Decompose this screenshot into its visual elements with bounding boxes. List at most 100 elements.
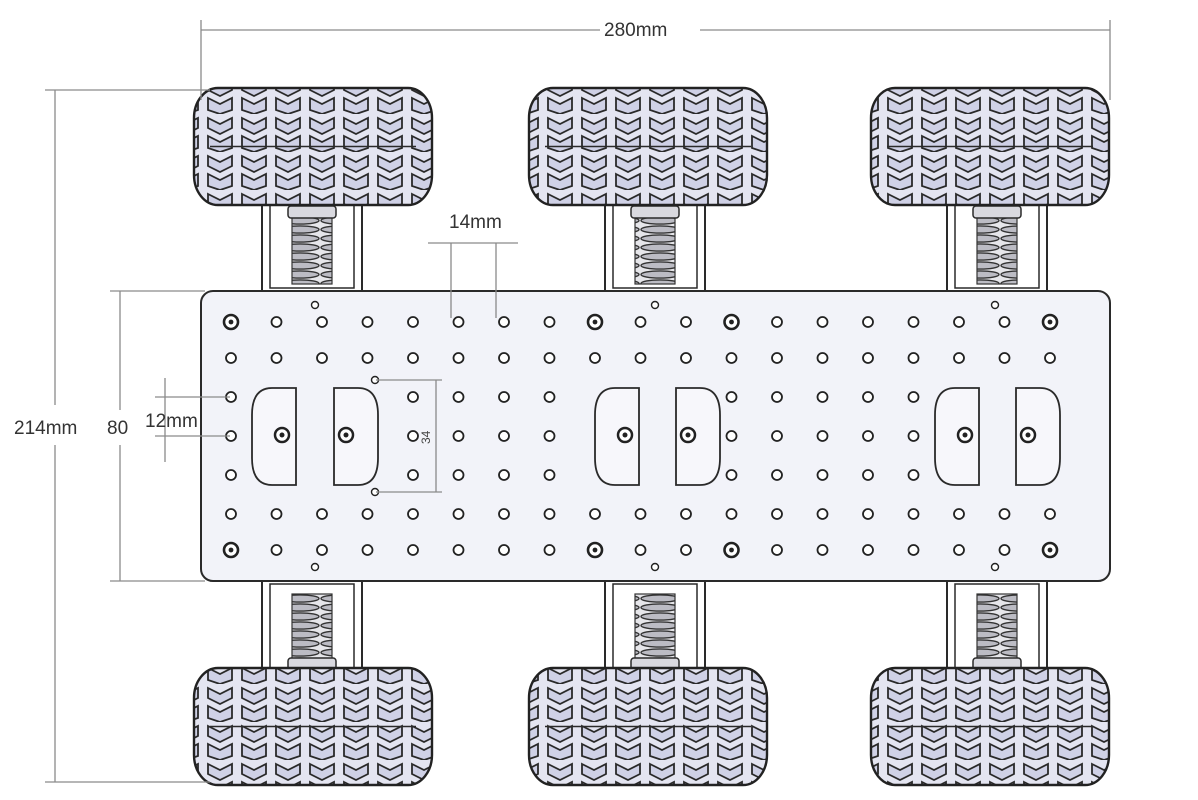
mounting-hole bbox=[452, 316, 465, 328]
suspension-unit bbox=[261, 199, 363, 293]
mounting-hole bbox=[771, 508, 783, 520]
mounting-hole bbox=[543, 391, 556, 403]
suspension-unit bbox=[946, 199, 1048, 293]
mounting-hole bbox=[816, 391, 829, 403]
mounting-hole bbox=[907, 316, 920, 328]
small-hole bbox=[650, 300, 660, 310]
mounting-hole bbox=[862, 352, 874, 364]
mounting-hole bbox=[771, 544, 783, 556]
mounting-hole bbox=[816, 469, 829, 481]
screw-center bbox=[343, 432, 349, 438]
mounting-hole bbox=[862, 391, 874, 403]
mounting-hole bbox=[452, 352, 465, 364]
mounting-hole bbox=[771, 430, 783, 442]
mounting-hole bbox=[862, 469, 874, 481]
suspension-unit bbox=[946, 579, 1048, 673]
axle-hub bbox=[972, 205, 1022, 219]
mounting-hole bbox=[361, 544, 374, 556]
screw-center bbox=[228, 547, 234, 553]
mounting-hole bbox=[316, 352, 328, 364]
small-hole bbox=[990, 562, 1000, 572]
mounting-hole bbox=[543, 469, 556, 481]
mounting-hole bbox=[907, 469, 920, 481]
mounting-hole bbox=[953, 544, 965, 556]
mounting-hole bbox=[771, 316, 783, 328]
spring-icon bbox=[976, 213, 1018, 285]
small-hole bbox=[310, 300, 320, 310]
mounting-hole bbox=[498, 430, 510, 442]
mounting-hole bbox=[907, 352, 920, 364]
mounting-hole bbox=[452, 430, 465, 442]
screw-center bbox=[1025, 432, 1031, 438]
slot-gap-label: 12mm bbox=[145, 411, 198, 432]
mounting-hole bbox=[225, 508, 237, 520]
mounting-hole bbox=[543, 508, 556, 520]
mounting-hole bbox=[1044, 352, 1056, 364]
small-hole bbox=[310, 562, 320, 572]
mounting-hole bbox=[361, 352, 374, 364]
mounting-hole bbox=[634, 316, 647, 328]
screw-center bbox=[592, 547, 598, 553]
mounting-hole bbox=[816, 316, 829, 328]
mounting-hole bbox=[543, 430, 556, 442]
wheel-icon bbox=[869, 666, 1111, 787]
mounting-hole bbox=[452, 544, 465, 556]
spring-icon bbox=[634, 213, 676, 285]
mounting-hole bbox=[543, 544, 556, 556]
spring-icon bbox=[291, 213, 333, 285]
mounting-hole bbox=[316, 544, 328, 556]
mounting-hole bbox=[543, 352, 556, 364]
mounting-hole bbox=[589, 352, 601, 364]
mounting-hole bbox=[816, 508, 829, 520]
screw-center bbox=[1047, 547, 1053, 553]
mounting-hole bbox=[498, 544, 510, 556]
mounting-hole bbox=[407, 430, 419, 442]
mounting-hole bbox=[361, 316, 374, 328]
dimension-lines bbox=[45, 20, 1111, 783]
mounting-hole bbox=[680, 352, 692, 364]
mounting-hole bbox=[407, 544, 419, 556]
spring-icon bbox=[976, 593, 1018, 665]
mounting-hole bbox=[225, 352, 237, 364]
mounting-hole bbox=[998, 508, 1011, 520]
mounting-hole bbox=[270, 352, 283, 364]
suspension-unit bbox=[261, 579, 363, 673]
mounting-hole bbox=[907, 430, 920, 442]
mounting-slot bbox=[1015, 387, 1061, 486]
mounting-hole bbox=[498, 316, 510, 328]
mounting-hole bbox=[498, 508, 510, 520]
screw-center bbox=[729, 319, 734, 325]
mounting-hole bbox=[680, 316, 692, 328]
mounting-hole bbox=[816, 544, 829, 556]
screw-center bbox=[228, 319, 234, 325]
mounting-hole bbox=[816, 352, 829, 364]
mounting-hole bbox=[270, 508, 283, 520]
mounting-slot bbox=[675, 387, 721, 486]
mounting-hole bbox=[452, 508, 465, 520]
mounting-hole bbox=[452, 391, 465, 403]
small-hole bbox=[990, 300, 1000, 310]
mounting-hole bbox=[634, 544, 647, 556]
mounting-hole bbox=[862, 544, 874, 556]
mounting-hole bbox=[634, 352, 647, 364]
mounting-hole bbox=[725, 508, 738, 520]
mounting-hole bbox=[270, 544, 283, 556]
hole-pitch-label: 14mm bbox=[449, 212, 502, 233]
mounting-hole bbox=[998, 544, 1011, 556]
mounting-hole bbox=[498, 469, 510, 481]
screw-center bbox=[1047, 319, 1053, 325]
slot-group bbox=[251, 387, 1061, 486]
mounting-hole bbox=[771, 352, 783, 364]
mounting-hole bbox=[543, 316, 556, 328]
screw-center bbox=[279, 432, 285, 438]
mounting-hole bbox=[361, 508, 374, 520]
mounting-hole bbox=[407, 391, 419, 403]
mounting-hole bbox=[680, 508, 692, 520]
mounting-hole bbox=[589, 508, 601, 520]
wheel-group bbox=[192, 86, 1111, 787]
mounting-hole bbox=[498, 391, 510, 403]
axle-hub bbox=[287, 205, 337, 219]
mounting-hole bbox=[407, 316, 419, 328]
mounting-hole bbox=[498, 352, 510, 364]
slot-spacing-label: 34 bbox=[419, 430, 433, 444]
